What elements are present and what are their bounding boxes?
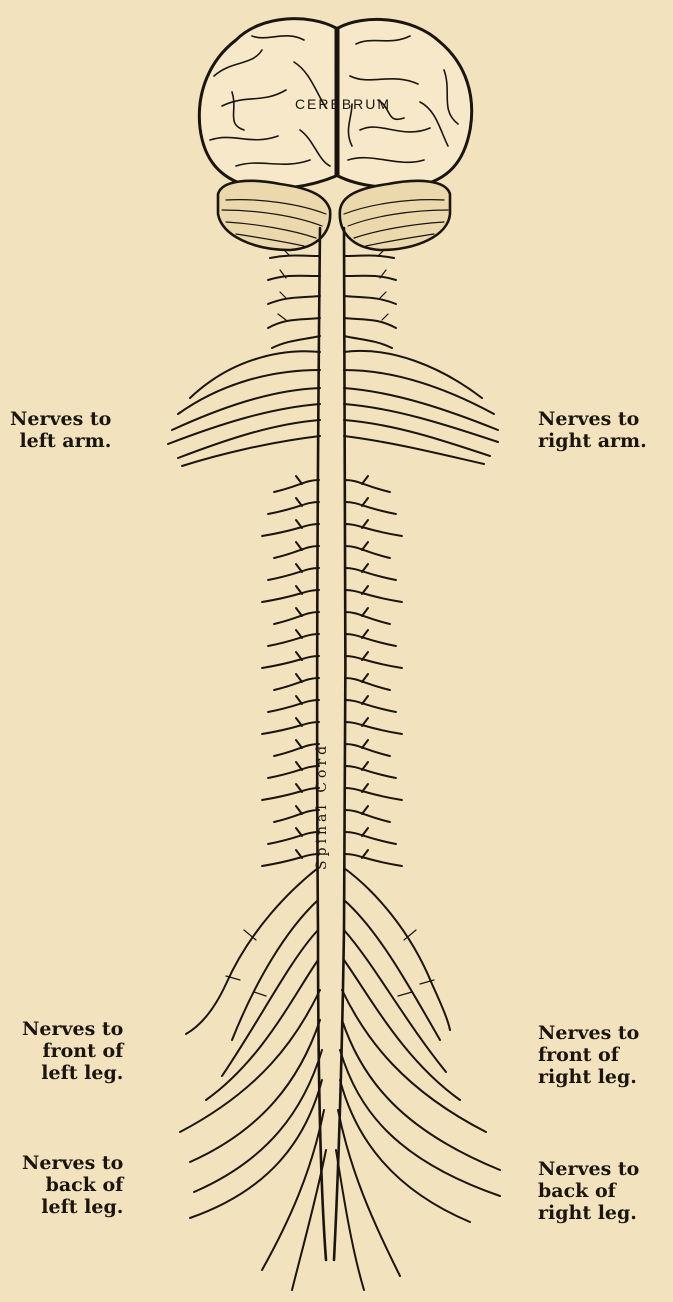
label-line: Nerves to [22, 1152, 123, 1174]
cerebrum-label: CEREBRUM [295, 96, 391, 112]
label-front-right-leg: Nerves to front of right leg. [538, 1022, 639, 1088]
label-line: left leg. [22, 1196, 123, 1218]
label-line: right leg. [538, 1202, 639, 1224]
label-front-left-leg: Nerves to front of left leg. [22, 1018, 123, 1084]
label-line: front of [22, 1040, 123, 1062]
label-line: left leg. [22, 1062, 123, 1084]
label-line: back of [538, 1180, 639, 1202]
cerebellum [218, 181, 450, 250]
left-arm-nerves [168, 351, 320, 466]
label-line: Nerves to [10, 408, 111, 430]
label-back-right-leg: Nerves to back of right leg. [538, 1158, 639, 1224]
left-leg-back-nerves [180, 990, 326, 1290]
thoracic-nerve-branch [262, 476, 402, 866]
neck-nerves [268, 250, 396, 348]
label-line: Nerves to [538, 1022, 639, 1044]
right-leg-front-nerves [344, 868, 460, 1100]
label-right-arm: Nerves to right arm. [538, 408, 647, 452]
label-back-left-leg: Nerves to back of left leg. [22, 1152, 123, 1218]
label-line: left arm. [10, 430, 111, 452]
label-line: right leg. [538, 1066, 639, 1088]
left-leg-front-nerves [186, 868, 318, 1100]
label-line: front of [538, 1044, 639, 1066]
label-left-arm: Nerves to left arm. [10, 408, 111, 452]
spinal-cord-label: Spinal Cord [314, 742, 330, 870]
label-line: Nerves to [22, 1018, 123, 1040]
label-line: Nerves to [538, 1158, 639, 1180]
label-line: Nerves to [538, 408, 647, 430]
label-line: right arm. [538, 430, 647, 452]
right-arm-nerves [344, 351, 498, 464]
label-line: back of [22, 1174, 123, 1196]
thoracic-nerves [262, 476, 402, 866]
